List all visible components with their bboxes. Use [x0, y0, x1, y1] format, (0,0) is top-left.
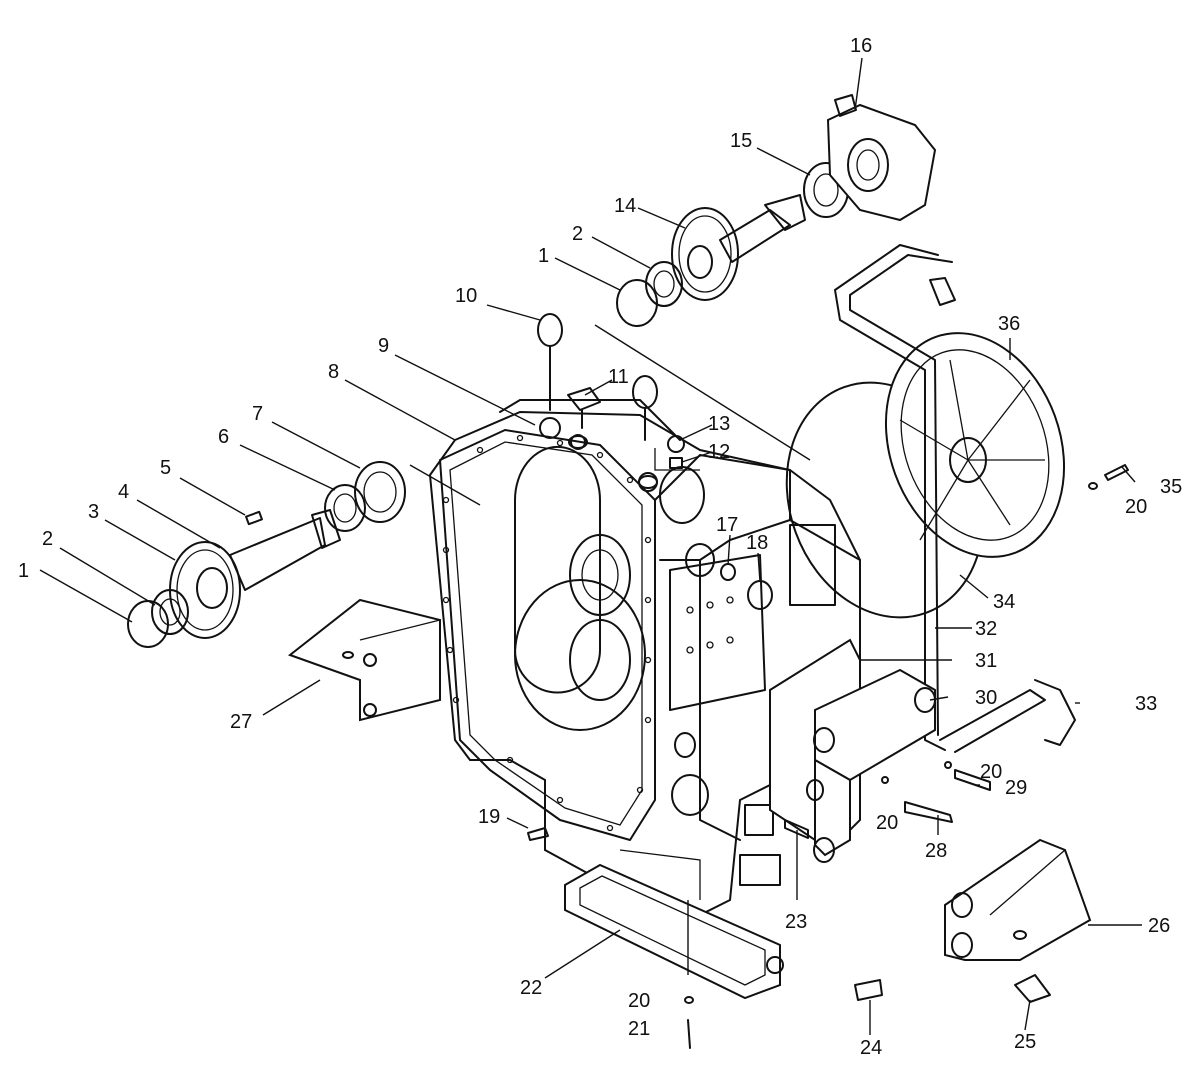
cover-36	[884, 332, 1066, 558]
callout-12: 12	[708, 441, 730, 463]
bearing-6	[324, 484, 366, 532]
pipes	[834, 244, 1076, 753]
callout-26: 26	[1148, 915, 1170, 937]
callout-11: 11	[608, 366, 629, 388]
pump-16	[826, 103, 937, 222]
housing-bolt-holes	[442, 434, 652, 832]
pin-19	[527, 827, 549, 841]
oil-pan	[564, 863, 784, 1000]
valve-block	[669, 554, 936, 863]
callout-15: 15	[730, 130, 752, 152]
callout-25: 25	[1014, 1031, 1036, 1053]
snap-ring-left	[127, 600, 169, 648]
callout-21: 21	[628, 1018, 650, 1040]
callout-8: 8	[328, 361, 339, 383]
callout-20-right: 20	[980, 761, 1002, 783]
bracket-26	[944, 838, 1092, 961]
callout-32: 32	[975, 618, 997, 640]
callout-35: 35	[1160, 476, 1182, 498]
bolt-28	[904, 801, 953, 823]
oil-pan-22	[564, 863, 781, 1000]
callout-17: 17	[716, 514, 738, 536]
callout-1-top: 1	[538, 245, 549, 267]
pin-21	[687, 1019, 691, 1049]
callout-2: 2	[42, 528, 53, 550]
callout-16: 16	[850, 35, 872, 57]
callout-1: 1	[18, 560, 29, 582]
left-shaft-assembly	[127, 461, 406, 648]
callout-4: 4	[118, 481, 129, 503]
callout-10: 10	[455, 285, 477, 307]
eyebolts-and-plugs	[537, 313, 700, 489]
shaft-left	[229, 517, 326, 591]
callout-28: 28	[925, 840, 947, 862]
callout-20-cover: 20	[1125, 496, 1147, 518]
callout-14: 14	[614, 195, 636, 217]
callout-29: 29	[1005, 777, 1027, 799]
callout-6: 6	[218, 426, 229, 448]
callout-3: 3	[88, 501, 99, 523]
bolt-25	[1014, 974, 1051, 1003]
callout-9: 9	[378, 335, 389, 357]
bolt-29	[954, 769, 991, 791]
brackets	[287, 598, 1092, 961]
callout-2-top: 2	[572, 223, 583, 245]
callout-13: 13	[708, 413, 730, 435]
callout-19: 19	[478, 806, 500, 828]
gear-left	[169, 541, 241, 639]
tube-23	[784, 819, 809, 839]
leader-lines	[39, 57, 1142, 1035]
top-shaft-assembly	[616, 94, 937, 327]
callout-33: 33	[1135, 693, 1157, 715]
callout-22: 22	[520, 977, 542, 999]
shaft-top	[719, 209, 791, 263]
pipe-32	[834, 244, 946, 751]
fasteners	[527, 464, 1129, 1049]
callout-36: 36	[998, 313, 1020, 335]
callout-18: 18	[746, 532, 768, 554]
callout-labels: 1 2 3 4 5 6 7 8 9 10 11 12 13 1 2 14 15 …	[18, 35, 1182, 1059]
callout-20-mid: 20	[876, 812, 898, 834]
gear-top	[671, 207, 739, 301]
callout-5: 5	[160, 457, 171, 479]
bearing-top	[645, 261, 683, 307]
seal-7	[354, 461, 406, 523]
snap-ring-top	[616, 279, 658, 327]
callout-20-bottom: 20	[628, 990, 650, 1012]
callout-24: 24	[860, 1037, 882, 1059]
callout-34: 34	[993, 591, 1015, 613]
callout-31: 31	[975, 650, 997, 672]
key	[245, 510, 263, 526]
callout-27: 27	[230, 711, 252, 733]
transmission-housing	[428, 399, 861, 917]
cover-plate	[785, 332, 1066, 619]
screw-35	[1104, 464, 1129, 481]
bolt-24	[854, 979, 883, 1001]
callout-7: 7	[252, 403, 263, 425]
callout-30: 30	[975, 687, 997, 709]
callout-23: 23	[785, 911, 807, 933]
